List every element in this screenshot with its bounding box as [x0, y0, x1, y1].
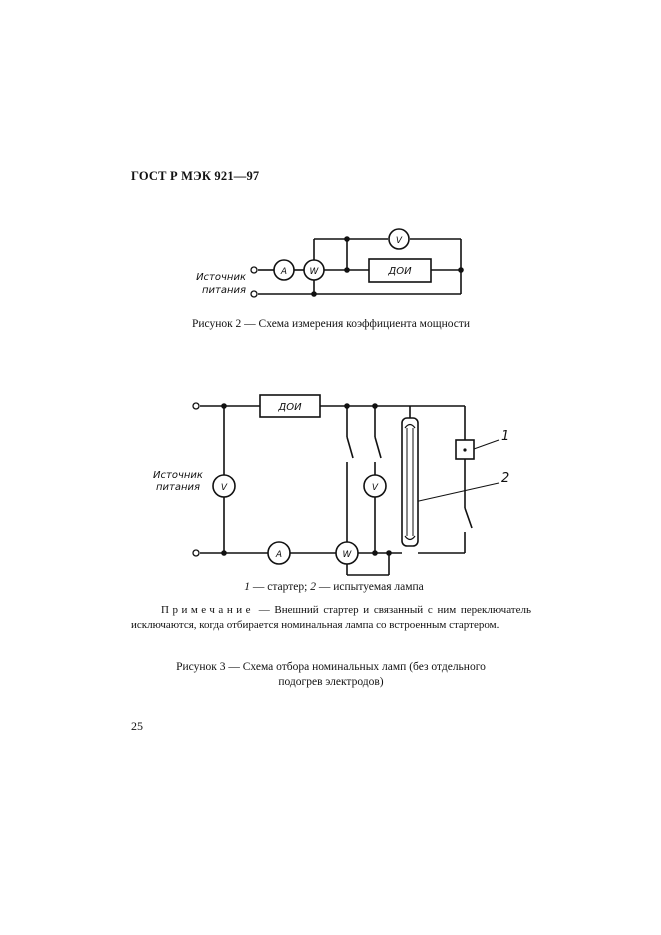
fig2-junction [311, 291, 317, 297]
note-text: — Внешний стартер и связанный с ним пере… [131, 604, 531, 631]
fig2-ballast [368, 258, 432, 283]
legend-text-2: — испытуемая лампа [315, 581, 424, 593]
fig2-wattmeter-symbol: W [310, 267, 320, 277]
legend-text-1: — стартер; [250, 581, 311, 593]
figure-3-caption: Рисунок 3 — Схема отбора номинальных лам… [171, 660, 491, 690]
legend-num-2: 2 [310, 581, 316, 593]
figure-2-caption: Рисунок 2 — Схема измерения коэффициента… [191, 318, 471, 330]
legend-num-1: 1 [244, 581, 250, 593]
fig2-source-label-line2: питания [202, 285, 246, 296]
figure-3-caption-line2: подогрев электродов) [278, 676, 384, 688]
fig2-voltmeter-symbol: V [396, 236, 403, 246]
fig2-wattmeter [303, 259, 325, 281]
fig2-junction [344, 236, 350, 242]
fig2-ammeter [273, 259, 295, 281]
fig2-source-label-line1: Источник [196, 272, 246, 283]
fig2-ammeter-symbol: A [280, 267, 287, 277]
figure-3-caption-line1: Рисунок 3 — Схема отбора номинальных лам… [176, 661, 486, 673]
fig2-junction [344, 267, 350, 273]
document-header: ГОСТ Р МЭК 921—97 [131, 169, 260, 183]
fig2-voltmeter [388, 228, 410, 250]
fig2-terminal [250, 266, 258, 274]
note-paragraph: Примечание — Внешний стартер и связанный… [131, 603, 531, 633]
fig2-ballast-label: ДОИ [387, 266, 412, 277]
fig2-junction [458, 267, 464, 273]
figure-3-legend: 1 — стартер; 2 — испытуемая лампа [224, 581, 444, 593]
fig2-terminal [250, 290, 258, 298]
note-label: Примечание [161, 604, 254, 616]
page-number: 25 [131, 719, 143, 733]
